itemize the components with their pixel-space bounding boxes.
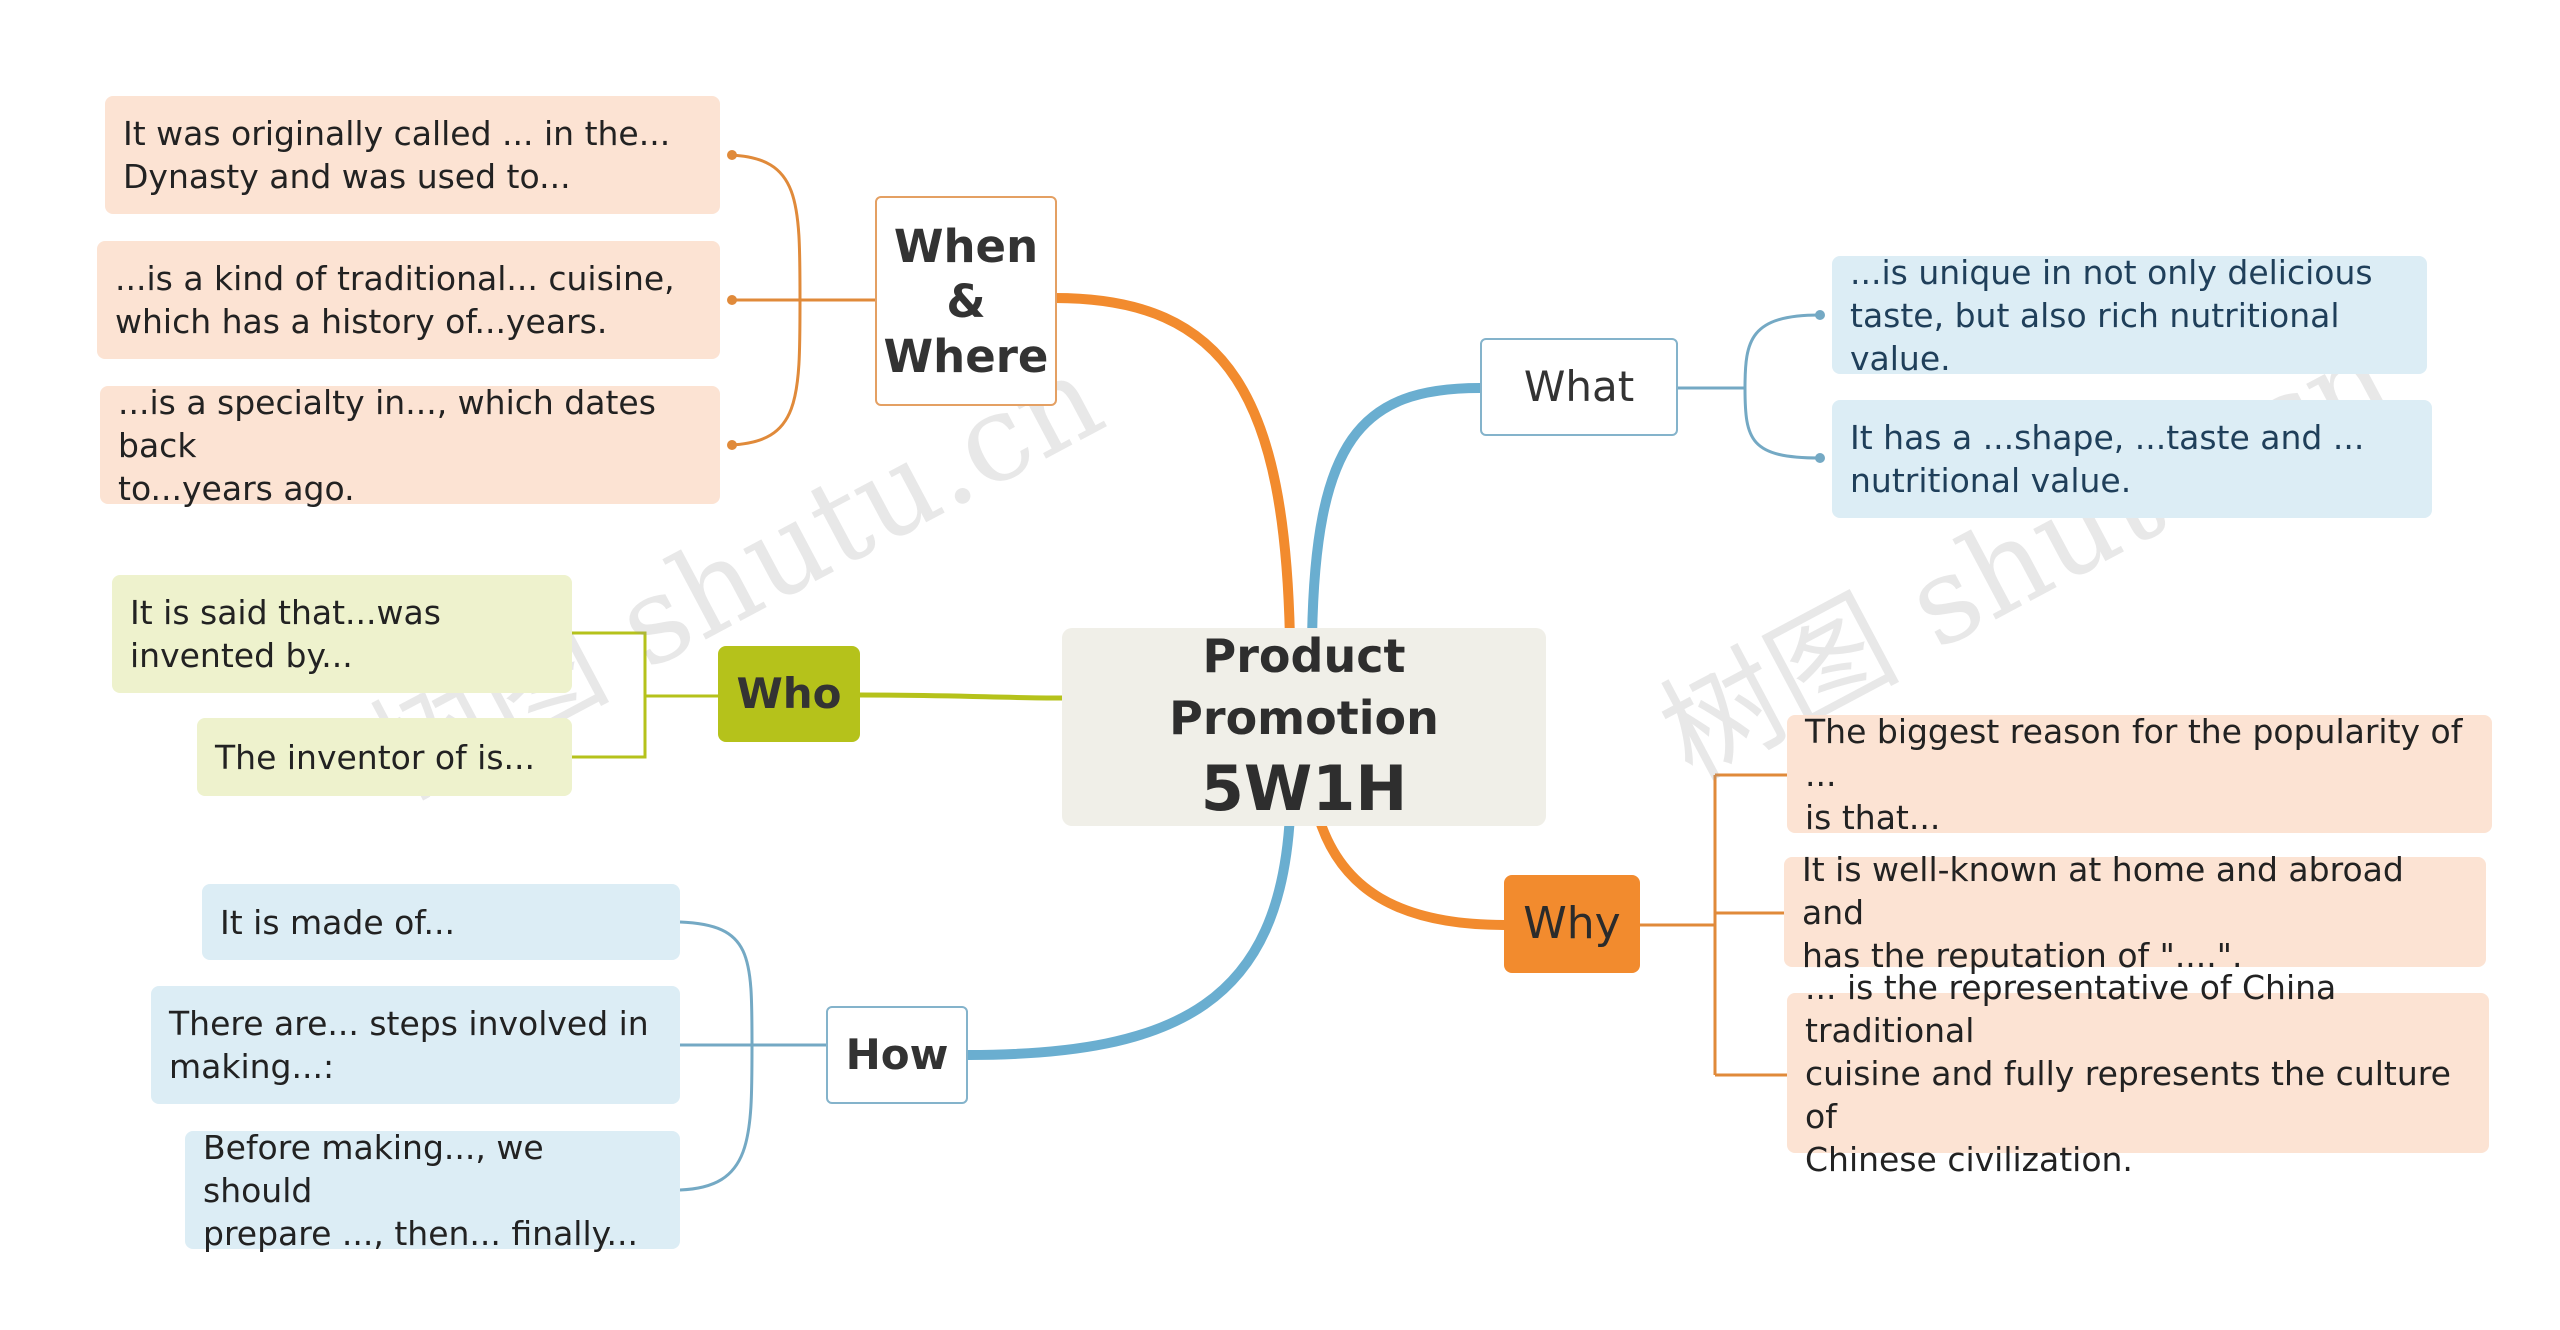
subtopic-text: Before making..., we should prepare ...,… bbox=[203, 1127, 638, 1253]
topic-why-label: Why bbox=[1523, 898, 1621, 949]
subtopic-when-where-1[interactable]: It was originally called ... in the... D… bbox=[105, 96, 720, 214]
topic-why[interactable]: Why bbox=[1504, 875, 1640, 973]
subtopic-text: ...is a specialty in..., which dates bac… bbox=[118, 382, 656, 508]
topic-what-label: What bbox=[1523, 362, 1635, 411]
subtopic-text: It is said that...was invented by... bbox=[130, 593, 441, 675]
central-topic[interactable]: Product Promotion 5W1H bbox=[1062, 628, 1546, 826]
subtopic-text: The inventor of is... bbox=[215, 737, 536, 777]
sub-lines-what bbox=[1678, 313, 1821, 460]
branch-line-how bbox=[967, 814, 1295, 1060]
topic-when-where-label: When & Where bbox=[883, 219, 1049, 383]
subtopic-text: ...is unique in not only delicious taste… bbox=[1850, 252, 2373, 378]
subtopic-text: It is made of... bbox=[220, 902, 455, 942]
subtopic-text: There are... steps involved in making...… bbox=[169, 1004, 649, 1086]
central-topic-title: Product Promotion bbox=[1169, 629, 1439, 745]
subtopic-what-1[interactable]: ...is unique in not only delicious taste… bbox=[1832, 253, 2427, 378]
subtopic-when-where-2[interactable]: ...is a kind of traditional... cuisine, … bbox=[97, 241, 720, 359]
subtopic-why-3[interactable]: ... is the representative of China tradi… bbox=[1787, 968, 2489, 1179]
branch-line-why bbox=[1313, 813, 1505, 930]
subtopic-text: It has a ...shape, ...taste and ... nutr… bbox=[1850, 418, 2365, 500]
topic-who-label: Who bbox=[736, 669, 842, 718]
subtopic-when-where-3[interactable]: ...is a specialty in..., which dates bac… bbox=[100, 383, 720, 508]
topic-how[interactable]: How bbox=[826, 1006, 968, 1104]
sub-lines-who bbox=[572, 631, 718, 759]
topic-how-label: How bbox=[845, 1030, 949, 1079]
central-topic-subtitle: 5W1H bbox=[1200, 752, 1408, 825]
subtopic-what-2[interactable]: It has a ...shape, ...taste and ... nutr… bbox=[1832, 400, 2432, 518]
subtopic-how-3[interactable]: Before making..., we should prepare ...,… bbox=[185, 1128, 680, 1253]
subtopic-how-2[interactable]: There are... steps involved in making...… bbox=[151, 986, 680, 1104]
sub-lines-when-where bbox=[729, 153, 875, 447]
topic-what[interactable]: What bbox=[1480, 338, 1678, 436]
topic-who[interactable]: Who bbox=[718, 646, 860, 742]
subtopic-why-2[interactable]: It is well-known at home and abroad and … bbox=[1784, 850, 2486, 975]
subtopic-text: ...is a kind of traditional... cuisine, … bbox=[115, 259, 675, 341]
topic-when-where[interactable]: When & Where bbox=[875, 196, 1057, 406]
branch-line-when-where bbox=[1054, 293, 1295, 641]
sub-lines-how bbox=[679, 920, 826, 1192]
subtopic-text: It was originally called ... in the... D… bbox=[123, 114, 671, 196]
branch-line-who bbox=[859, 692, 1063, 701]
branch-line-what bbox=[1307, 383, 1481, 641]
subtopic-why-1[interactable]: The biggest reason for the popularity of… bbox=[1787, 712, 2492, 837]
subtopic-who-1[interactable]: It is said that...was invented by... bbox=[112, 575, 572, 693]
sub-lines-why bbox=[1640, 773, 1790, 1077]
subtopic-text: It is well-known at home and abroad and … bbox=[1802, 849, 2404, 975]
subtopic-text: The biggest reason for the popularity of… bbox=[1805, 711, 2463, 837]
subtopic-how-1[interactable]: It is made of... bbox=[202, 884, 680, 960]
subtopic-text: ... is the representative of China tradi… bbox=[1805, 967, 2451, 1179]
subtopic-who-2[interactable]: The inventor of is... bbox=[197, 718, 572, 796]
